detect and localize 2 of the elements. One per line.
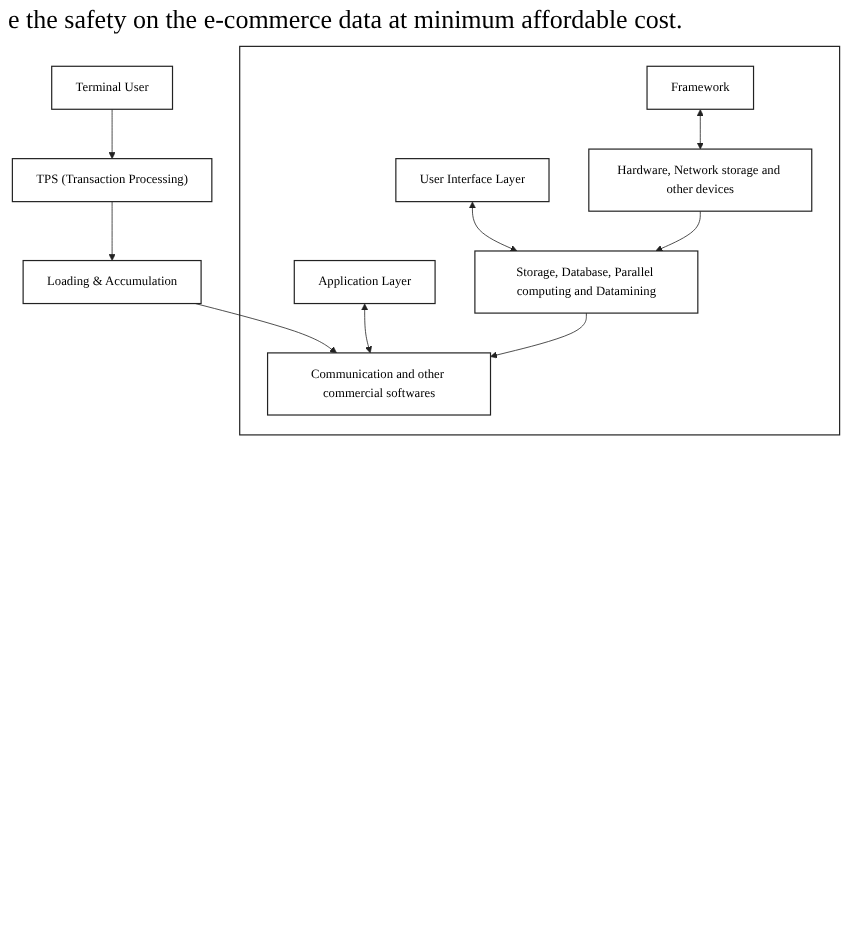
text-line: e the safety on the e-commerce data at minimum affordable cost.	[8, 4, 685, 36]
cluster	[239, 45, 841, 436]
